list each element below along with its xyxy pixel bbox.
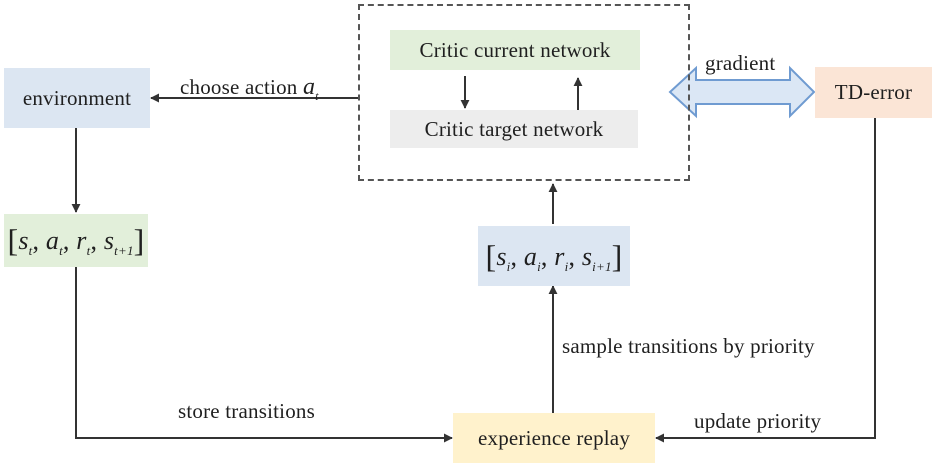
- transition-tuple-i-box: [si, ai, ri, si+1]: [478, 226, 630, 286]
- store-transitions-label: store transitions: [178, 399, 315, 423]
- transition-tuple-t-box: [st, at, rt, st+1]: [4, 214, 148, 267]
- critic-group-frame: [358, 4, 690, 181]
- gradient-double-arrow: [668, 65, 816, 119]
- gradient-label: gradient: [705, 51, 776, 75]
- experience-replay-label: experience replay: [477, 425, 631, 450]
- update-priority-label: update priority: [694, 409, 822, 433]
- transition-tuple-i: [si, ai, ri, si+1]: [485, 237, 623, 274]
- environment-box: environment: [4, 68, 150, 128]
- arrow-update-priority: [655, 118, 876, 443]
- arrow-store-transitions: [75, 267, 453, 443]
- experience-replay-box: experience replay: [453, 413, 655, 463]
- critic-target-network-box: Critic target network: [390, 110, 638, 148]
- transition-tuple-t: [st, at, rt, st+1]: [7, 222, 145, 258]
- td-error-label: TD-error: [834, 80, 913, 104]
- critic-target-network-label: Critic target network: [424, 116, 604, 141]
- critic-current-network-box: Critic current network: [390, 30, 640, 70]
- environment-label: environment: [22, 85, 132, 110]
- critic-current-network-label: Critic current network: [419, 37, 611, 62]
- sample-transitions-label: sample transitions by priority: [562, 334, 815, 358]
- choose-action-label: choose action at: [180, 74, 319, 103]
- td-error-box: TD-error: [815, 67, 932, 118]
